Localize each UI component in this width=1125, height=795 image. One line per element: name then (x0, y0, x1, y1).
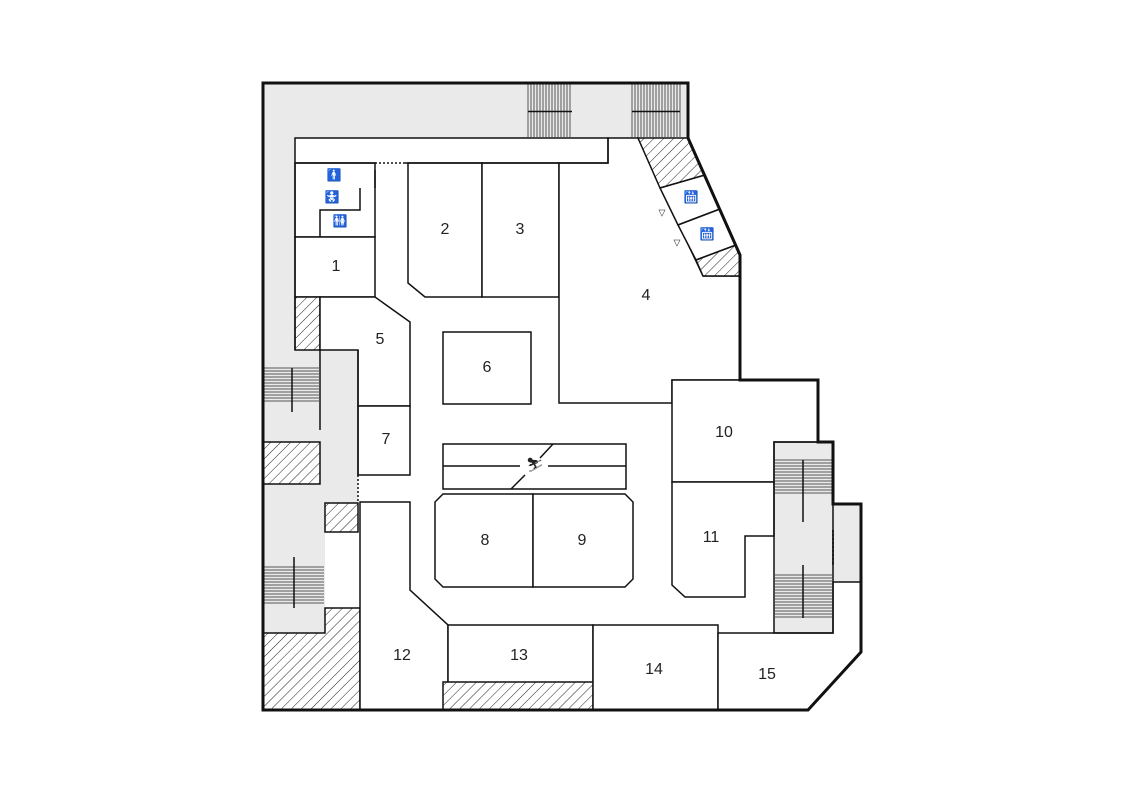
svg-text:2: 2 (441, 221, 450, 238)
room-6[interactable]: 6 (442, 331, 532, 405)
svg-text:1: 1 (332, 258, 341, 275)
svg-text:13: 13 (510, 647, 528, 664)
escalator-icon: ⛷ (526, 457, 544, 473)
entrance-arrow-icon: ▽ (674, 237, 681, 247)
svg-text:7: 7 (382, 431, 391, 448)
svg-text:3: 3 (516, 221, 525, 238)
elevator-icon: 🛗 (684, 190, 699, 204)
room-2[interactable]: 2 (407, 162, 483, 298)
restroom-icon: 🚻 (333, 214, 348, 228)
entrance-arrow-icon: ▽ (659, 207, 666, 217)
restroom[interactable] (294, 162, 376, 238)
building-outline (261, 81, 863, 712)
elevator-icon: 🛗 (700, 227, 715, 241)
escalator[interactable]: ⛷ (442, 443, 627, 490)
svg-text:14: 14 (645, 661, 663, 678)
svg-text:10: 10 (715, 424, 733, 441)
corridor-left (263, 350, 358, 633)
service-area (324, 502, 359, 533)
restroom-icon: 🚹 (327, 168, 342, 182)
corridor-top (263, 83, 688, 350)
room-7[interactable]: 7 (357, 405, 411, 476)
svg-text:15: 15 (758, 666, 776, 683)
svg-text:12: 12 (393, 647, 411, 664)
svg-text:6: 6 (483, 359, 492, 376)
svg-text:11: 11 (703, 529, 720, 546)
svg-text:5: 5 (376, 331, 385, 348)
room-1[interactable]: 1 (294, 236, 376, 298)
corridor-right-annex (833, 504, 861, 582)
svg-text:9: 9 (578, 532, 587, 549)
svg-text:8: 8 (481, 532, 490, 549)
baby-changing-icon: 🚼 (325, 190, 340, 204)
room-9[interactable]: 9 (532, 493, 634, 588)
service-area (294, 296, 321, 351)
service-area (262, 441, 321, 485)
room-8[interactable]: 8 (434, 493, 534, 588)
room-14[interactable]: 14 (592, 624, 719, 711)
stairs-icon (264, 84, 832, 618)
svg-text:4: 4 (642, 287, 651, 304)
room-13[interactable]: 13 (442, 624, 594, 711)
room-3[interactable]: 3 (481, 162, 560, 298)
room-11[interactable]: 11 (671, 481, 775, 598)
